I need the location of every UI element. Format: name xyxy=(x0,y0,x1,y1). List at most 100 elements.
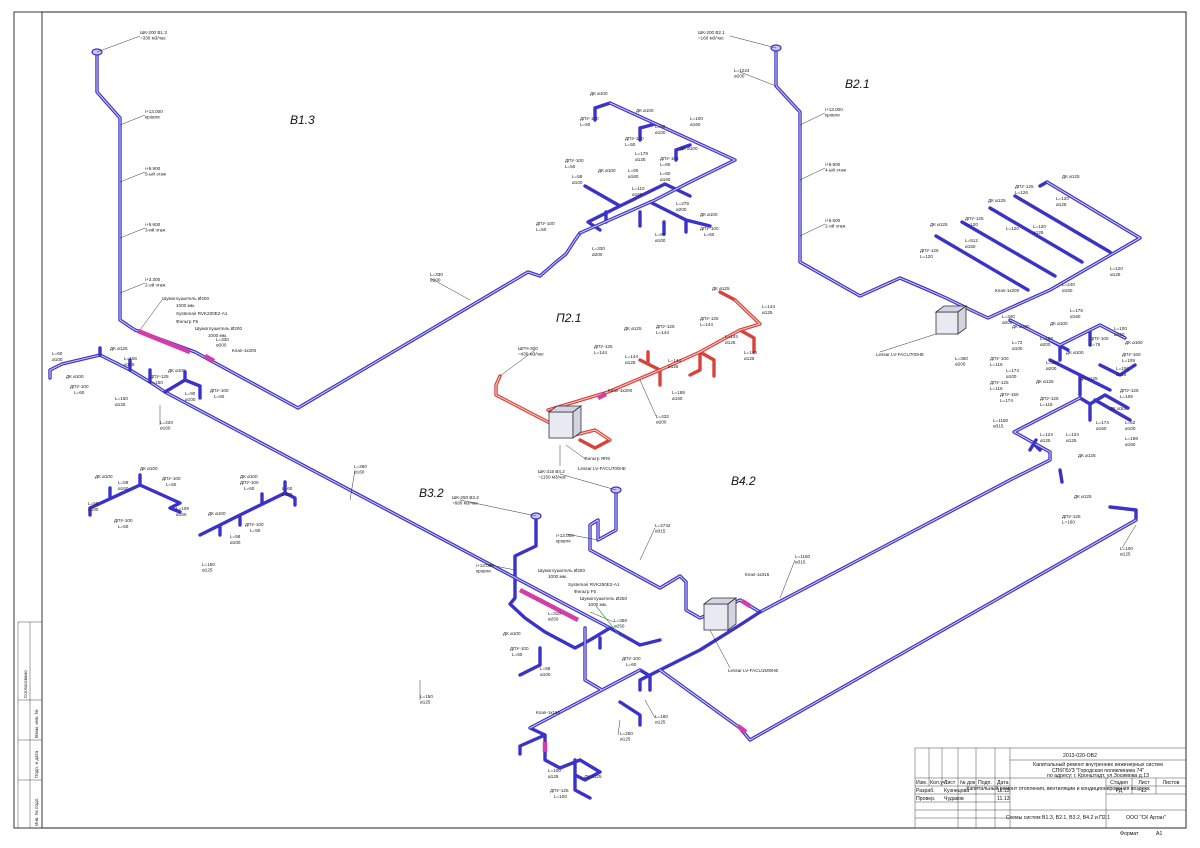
annotation-label: А1 xyxy=(1156,831,1162,837)
annotation-label: ДК ø100 xyxy=(590,91,608,96)
stamp-agreed: Согласовано xyxy=(23,670,28,698)
annotation-label: ДПУ-100 xyxy=(245,522,264,527)
annotation-label: ø125 xyxy=(744,356,755,361)
annotation-label: L=512 xyxy=(965,238,978,243)
annotation-label: L=106 xyxy=(1120,394,1133,399)
annotation-label: Провер. xyxy=(916,796,935,802)
annotation-label: L=58 xyxy=(118,480,129,485)
annotation-label: L=116 xyxy=(990,362,1003,367)
annotation-label: ДК ø100 xyxy=(208,511,226,516)
annotation-label: ДК ø125 xyxy=(624,326,642,331)
annotation-label: ДК ø100 xyxy=(95,474,113,479)
annotation-label: ø160 xyxy=(176,512,187,517)
annotation-label: ДК ø100 xyxy=(636,108,654,113)
annotation-label: ø125 xyxy=(1116,372,1127,377)
title-sheet: 12 xyxy=(1141,788,1147,794)
annotation-label: L=120 xyxy=(965,222,978,227)
annotation-label: L=60 xyxy=(626,662,637,667)
system-b21-ducts xyxy=(770,44,1142,422)
annotation-label: ДПУ-100 xyxy=(162,476,181,481)
annotation-label: 1000 мм. xyxy=(548,574,567,579)
title-doc-code: 2013-020-ОВ2 xyxy=(1063,753,1097,759)
annotation-label: № док xyxy=(960,780,976,786)
annotation-label: L=50 xyxy=(250,528,261,533)
annotation-label: ДК ø160 xyxy=(1125,340,1143,345)
annotation-label: ДПУ-150 xyxy=(1000,392,1019,397)
title-block: 2013-020-ОВ2 Капитальный ремонт внутренн… xyxy=(914,747,1187,837)
annotation-label: L=76 xyxy=(1090,342,1101,347)
annotation-label: ø160 xyxy=(1114,332,1125,337)
annotation-label: ДК ø100 xyxy=(1066,350,1084,355)
title-project: Капитальный ремонт внутренних инженерных… xyxy=(1033,761,1163,768)
annotation-label: L=58 xyxy=(540,666,551,671)
annotation-label: L=60 xyxy=(244,486,255,491)
annotation-label: L=100 xyxy=(554,794,567,799)
annotation-label: ДК ø100 xyxy=(680,146,698,151)
p21-air-handling-unit xyxy=(548,411,574,439)
annotation-label: ДК ø100 xyxy=(140,466,158,471)
annotation-label: ø160 xyxy=(1070,314,1081,319)
annotation-label: ø100 xyxy=(185,397,196,402)
annotation-label: L=90 xyxy=(185,391,196,396)
annotation-label: L=58 xyxy=(230,534,241,539)
annotation-label: ø125 xyxy=(1033,230,1044,235)
annotation-label: Стадия xyxy=(1110,780,1128,786)
annotation-label: Лист xyxy=(1138,780,1150,786)
annotation-label: ø160 xyxy=(118,486,129,491)
annotation-label: ø125 xyxy=(1066,438,1077,443)
annotation-label: L=120 xyxy=(1056,196,1069,201)
annotation-label: ø200 xyxy=(1040,342,1051,347)
annotation-label: ø200 xyxy=(592,252,603,257)
annotation-label: Фильтр F5 xyxy=(574,589,597,594)
system-b32-ducts xyxy=(48,346,662,800)
annotation-label: L=174 xyxy=(1096,420,1109,425)
annotation-label: L=124 xyxy=(1040,432,1053,437)
annotation-label: L=100 xyxy=(690,116,703,121)
annotation-label: ДПУ-100 xyxy=(114,518,133,523)
annotation-label: ДПУ-125 xyxy=(1015,184,1034,189)
annotation-label: ДК ø125 xyxy=(1062,174,1080,179)
annotation-label: Изм. xyxy=(916,780,927,786)
system-p21-labels: ШПЧ-300~430 м3/час ДК ø125 L=144 ø125 ДК… xyxy=(499,286,775,471)
annotation-label: ДПУ-100 xyxy=(625,136,644,141)
annotation-label: ø100 xyxy=(282,492,293,497)
b13-fan-assembly xyxy=(137,328,191,355)
system-title-p21: П2.1 xyxy=(556,311,581,325)
annotation-label: ДК ø100 xyxy=(1110,406,1128,411)
annotation-label: L=50 xyxy=(536,227,547,232)
annotation-label: ДПУ-100 xyxy=(510,646,529,651)
annotation-label: L=188 xyxy=(1040,336,1053,341)
annotation-label: ø100 xyxy=(1006,374,1017,379)
title-company: ООО "СК Артан" xyxy=(1126,815,1166,821)
annotation-label: ДПУ-100 xyxy=(580,116,599,121)
annotation-label: Lessar LV-FACU700HE xyxy=(578,466,626,471)
annotation-label: ДПУ-100 xyxy=(622,656,641,661)
annotation-label: ДК ø125 xyxy=(712,286,730,291)
annotation-label: ДПУ-125 xyxy=(965,216,984,221)
annotation-label: Фильтр ЯП6 xyxy=(584,456,610,461)
annotation-label: ДПУ-125 xyxy=(550,788,569,793)
annotation-label: L=144 xyxy=(725,334,738,339)
annotation-label: ø200 xyxy=(676,207,687,212)
annotation-label: ø160 xyxy=(1096,426,1107,431)
annotation-label: 1000 мм. xyxy=(588,602,607,607)
title-drawing: Схемы систем В1.3, В2.1, В3.2, В4.2 и П2… xyxy=(1006,815,1110,821)
annotation-label: ДПУ-125 xyxy=(990,380,1009,385)
annotation-label: ДПУ-100 xyxy=(210,388,229,393)
annotation-label: L=198 xyxy=(1125,436,1138,441)
annotation-label: Клап-1к200 xyxy=(608,388,633,393)
annotation-label: ДПУ-100 xyxy=(990,356,1009,361)
